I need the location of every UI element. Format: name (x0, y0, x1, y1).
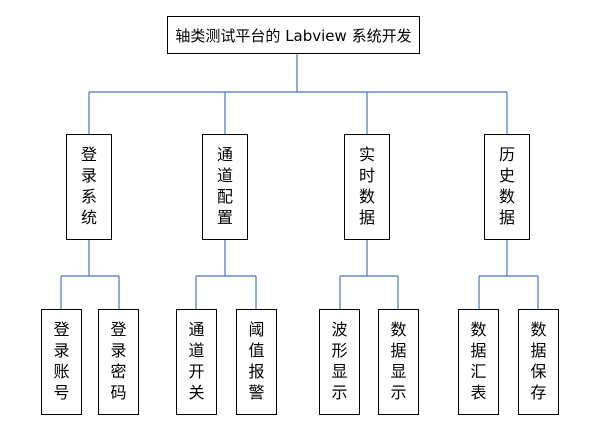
module-node-label: 登录系统 (80, 145, 97, 227)
root-node-label: 轴类测试平台的 Labview 系统开发 (175, 26, 412, 45)
leaf-node-label: 数据汇表 (470, 320, 487, 402)
leaf-node-label: 登录密码 (110, 320, 127, 402)
module-node-channel-config: 通道配置 (202, 134, 248, 240)
leaf-node-threshold-alarm: 阈值报警 (236, 309, 277, 415)
leaf-node-label: 数据保存 (530, 320, 547, 402)
leaf-node-label: 通道开关 (188, 320, 205, 402)
module-node-label: 通道配置 (216, 145, 233, 227)
leaf-node-label: 阈值报警 (248, 320, 265, 402)
module-node-realtime-data: 实时数据 (344, 134, 390, 240)
leaf-node-data-summary: 数据汇表 (458, 309, 499, 415)
leaf-node-waveform-display: 波形显示 (319, 309, 360, 415)
leaf-node-channel-switch: 通道开关 (176, 309, 217, 415)
leaf-node-login-password: 登录密码 (98, 309, 139, 415)
module-node-login-system: 登录系统 (66, 134, 112, 240)
leaf-node-data-save: 数据保存 (518, 309, 559, 415)
leaf-node-label: 波形显示 (331, 320, 348, 402)
module-node-label: 实时数据 (358, 145, 375, 227)
leaf-node-login-account: 登录账号 (41, 309, 82, 415)
root-node: 轴类测试平台的 Labview 系统开发 (167, 16, 420, 54)
leaf-node-data-display: 数据显示 (378, 309, 419, 415)
module-node-history-data: 历史数据 (484, 134, 530, 240)
leaf-node-label: 数据显示 (390, 320, 407, 402)
module-node-label: 历史数据 (498, 145, 515, 227)
leaf-node-label: 登录账号 (53, 320, 70, 402)
